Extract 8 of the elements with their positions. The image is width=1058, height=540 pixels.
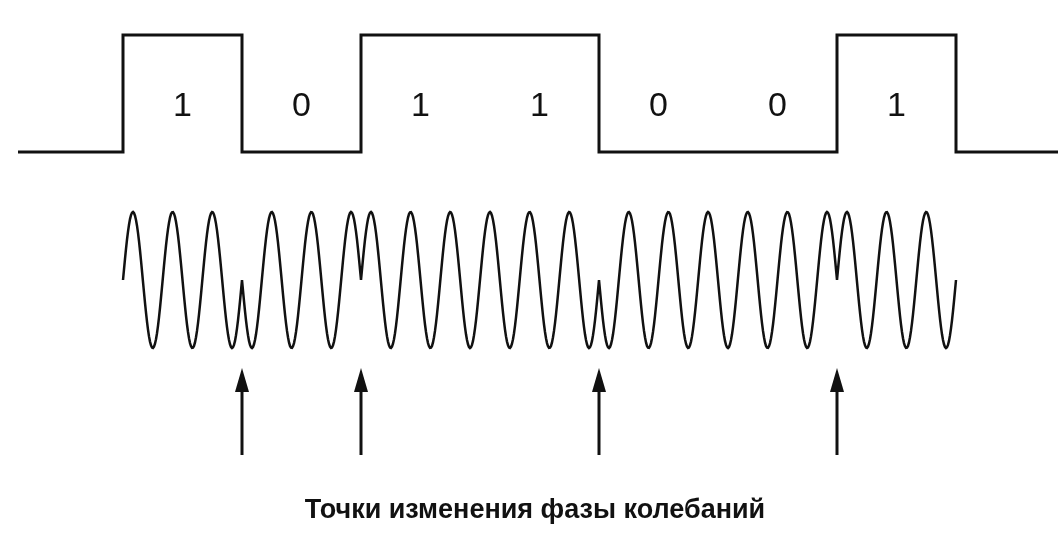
bit-value: 1	[529, 84, 550, 124]
bit-value: 1	[886, 84, 907, 124]
bit-value: 0	[648, 84, 669, 124]
bit-value: 0	[291, 84, 312, 124]
bit-value: 1	[410, 84, 431, 124]
caption: Точки изменения фазы колебаний	[304, 494, 766, 525]
bit-value: 1	[172, 84, 193, 124]
bit-value: 0	[767, 84, 788, 124]
